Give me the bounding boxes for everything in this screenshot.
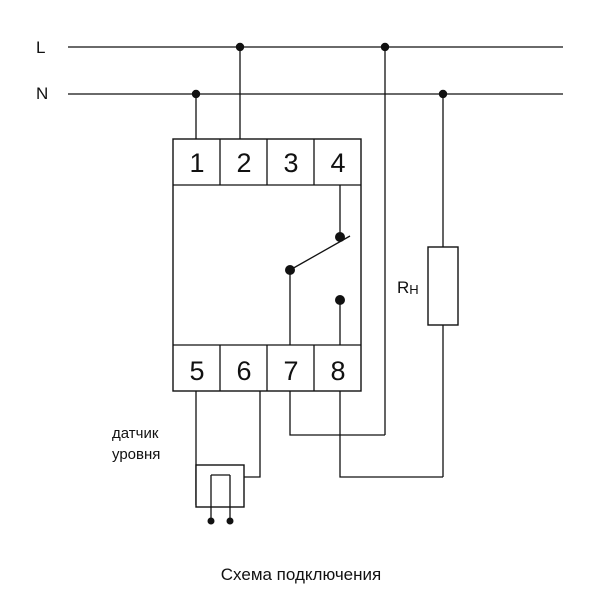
terminal-6: 6 [236,356,251,386]
sensor-label-line1: датчик [112,425,159,442]
probe-tip-left [207,517,215,525]
probe-tip-right [226,517,234,525]
switch-arm [289,235,351,271]
line-label-L: L [36,38,45,57]
terminal-8: 8 [330,356,345,386]
terminal-7: 7 [283,356,298,386]
terminal-5: 5 [189,356,204,386]
contact-4-dot [335,232,345,242]
level-sensor [195,464,245,508]
diagram-caption: Схема подключения [221,565,381,584]
wire-8-to-load [339,391,443,478]
load-label: RН [397,278,419,297]
terminal-1: 1 [189,148,204,178]
wire-6-to-sensor [243,391,261,478]
terminal-2: 2 [236,148,251,178]
load-resistor [427,246,459,326]
terminal-4: 4 [330,148,345,178]
wire-7-to-L [289,391,385,436]
line-label-N: N [36,84,48,103]
sensor-label-line2: уровня [112,446,160,463]
terminal-3: 3 [283,148,298,178]
